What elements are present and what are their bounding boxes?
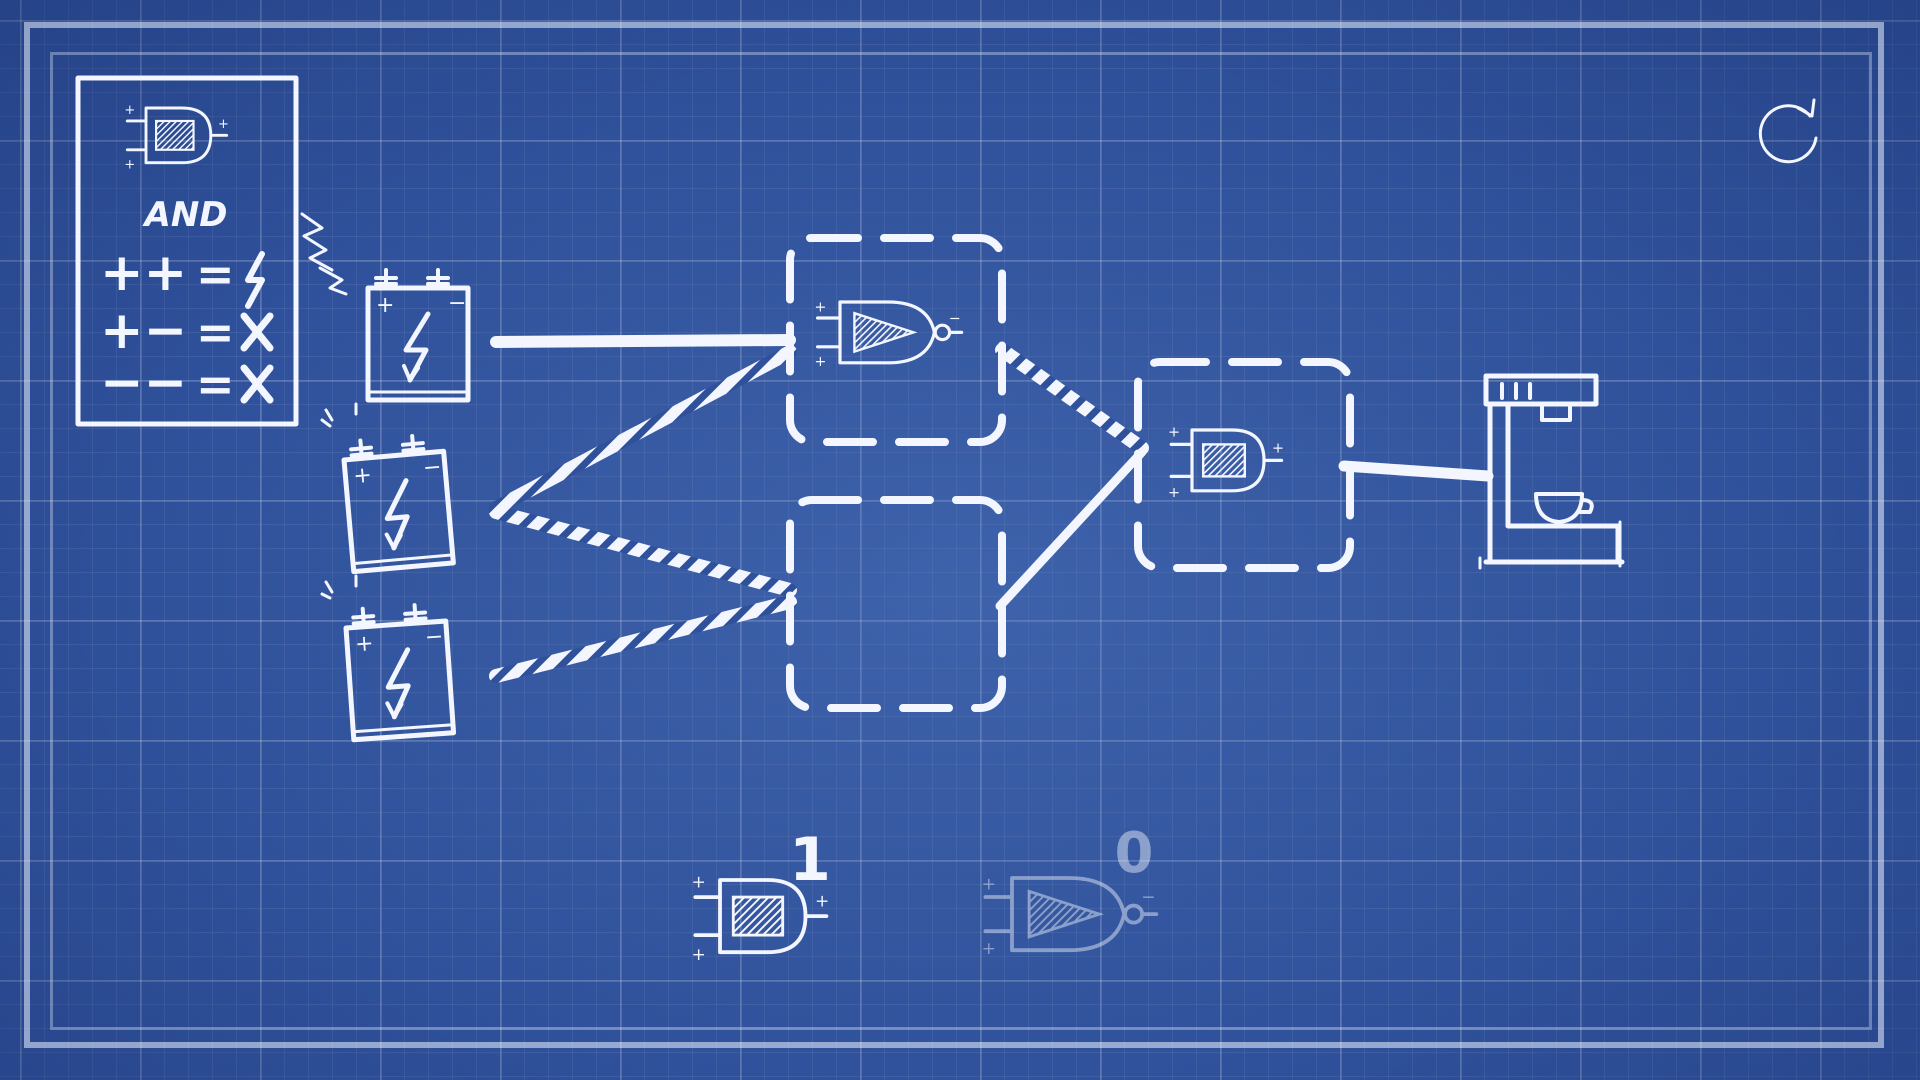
- restart-icon: [1758, 104, 1818, 164]
- battery-1[interactable]: + −: [368, 270, 468, 400]
- wire-top-slot-right-slot: [995, 343, 1149, 455]
- inventory: 1 0: [689, 821, 1159, 967]
- svg-text:−: −: [422, 455, 443, 482]
- inventory-nand-gate[interactable]: 0: [979, 821, 1159, 961]
- inventory-and-count: 1: [789, 825, 831, 895]
- battery-3[interactable]: + −: [345, 603, 454, 740]
- slot-bottom[interactable]: [786, 496, 1006, 712]
- board-frame-outer: [24, 22, 1884, 1048]
- svg-text:−: −: [448, 291, 466, 316]
- svg-text:+: +: [352, 463, 373, 490]
- inventory-and-gate[interactable]: 1: [689, 825, 832, 967]
- wire-battery2-bottom-slot: [489, 505, 797, 597]
- x-icon: [240, 364, 274, 404]
- wire-battery1-top-slot: [490, 334, 796, 348]
- wire-battery3-bottom-slot: [489, 595, 797, 683]
- spark-icon: [300, 212, 348, 296]
- wires: [489, 334, 1494, 683]
- coffee-machine-icon: [1478, 373, 1625, 570]
- rule-row-inputs: −−: [100, 353, 187, 413]
- battery-2[interactable]: + −: [342, 433, 453, 571]
- inventory-nand-count: 0: [1115, 821, 1154, 886]
- slot-top[interactable]: [786, 234, 1006, 446]
- svg-text:−: −: [424, 624, 444, 650]
- spark-ticks: [320, 402, 358, 600]
- svg-text:+: +: [376, 293, 394, 318]
- rule-row-inputs: ++: [100, 243, 187, 303]
- board-frame-inner: [50, 52, 1872, 1030]
- rule-card-gate-name: AND: [142, 195, 228, 235]
- svg-text:+: +: [354, 631, 374, 657]
- x-icon: [240, 312, 274, 352]
- rule-row-equals: =: [196, 247, 235, 301]
- rule-card: AND ++ = +− = −− =: [75, 75, 348, 427]
- wire-battery2-top-slot: [489, 345, 797, 515]
- slot-right[interactable]: [1134, 358, 1354, 572]
- rule-row-inputs: +−: [100, 301, 187, 361]
- rule-row-equals: =: [196, 305, 235, 359]
- rule-row-3: −− =: [100, 353, 274, 413]
- rule-row-equals: =: [196, 357, 235, 411]
- bolt-icon: [245, 251, 265, 309]
- restart-button[interactable]: [1754, 98, 1822, 168]
- rule-row-1: ++ =: [100, 243, 265, 309]
- wire-bottom-slot-right-slot: [995, 447, 1147, 611]
- wire-right-slot-coffee: [1338, 460, 1494, 482]
- rule-row-2: +− =: [100, 301, 274, 361]
